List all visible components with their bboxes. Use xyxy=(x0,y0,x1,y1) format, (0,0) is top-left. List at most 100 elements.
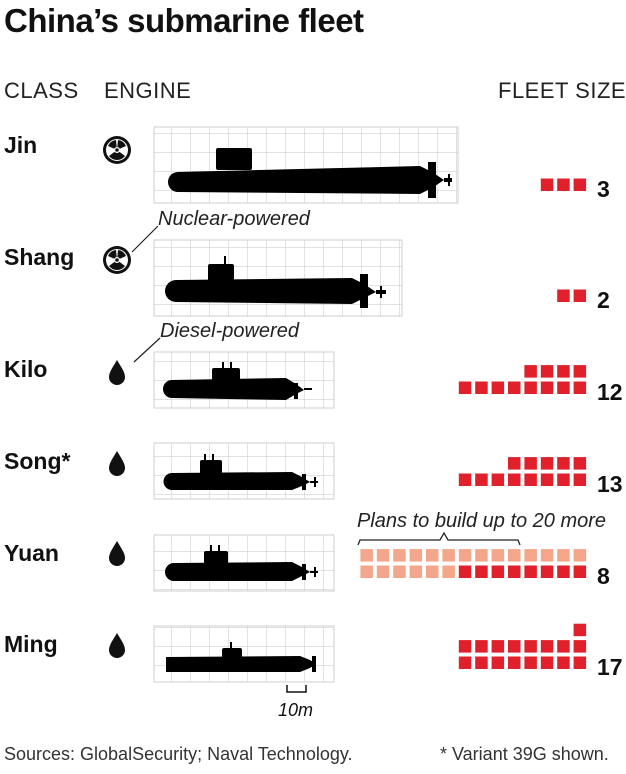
fleet-submarine-square xyxy=(458,473,472,486)
fleet-submarine-square xyxy=(540,178,554,191)
scale-label: 10m xyxy=(278,700,314,720)
planned-submarine-square xyxy=(573,549,587,562)
submarine-silhouette-kilo xyxy=(163,362,312,400)
page-title: China’s submarine fleet xyxy=(4,2,364,39)
class-name-ming: Ming xyxy=(4,631,58,657)
planned-submarine-square xyxy=(360,565,373,578)
planned-submarine-square xyxy=(360,549,373,562)
fleet-submarine-square xyxy=(573,640,587,653)
planned-submarine-square xyxy=(409,549,423,562)
fleet-submarine-square xyxy=(508,640,521,653)
fleet-submarine-square xyxy=(573,289,587,302)
fleet-submarine-square xyxy=(573,656,587,669)
planned-submarine-square xyxy=(557,549,570,562)
radiation-icon xyxy=(103,136,131,164)
fleet-submarine-square xyxy=(540,457,554,470)
fleet-submarine-square xyxy=(491,640,505,653)
fleet-submarine-square xyxy=(573,365,587,378)
fleet-count-song: 13 xyxy=(597,471,623,497)
grid-panel-song xyxy=(153,442,335,500)
class-name-song: Song* xyxy=(4,448,71,474)
fleet-submarine-square xyxy=(524,457,537,470)
submarine-silhouette-shang xyxy=(165,256,386,308)
source-note: Sources: GlobalSecurity; Naval Technolog… xyxy=(4,744,353,764)
fleet-submarine-square xyxy=(573,178,587,191)
fleet-submarine-square xyxy=(491,473,505,486)
planned-submarine-square xyxy=(409,565,423,578)
fleet-squares xyxy=(360,178,587,669)
fleet-count-yuan: 8 xyxy=(597,563,610,589)
class-name-shang: Shang xyxy=(4,244,75,270)
fleet-submarine-square xyxy=(557,365,570,378)
fuel-drop-icon xyxy=(109,541,125,566)
radiation-icon xyxy=(103,246,131,274)
class-name-yuan: Yuan xyxy=(4,540,59,566)
footnote: * Variant 39G shown. xyxy=(440,744,609,764)
annotation-planned-builds: Plans to build up to 20 more xyxy=(357,510,607,532)
fleet-submarine-square xyxy=(508,565,521,578)
fuel-drop-icon xyxy=(109,451,125,476)
planned-submarine-square xyxy=(442,565,455,578)
submarine-silhouette-jin xyxy=(168,148,452,198)
fleet-submarine-square xyxy=(540,640,554,653)
fleet-submarine-square xyxy=(491,656,505,669)
planned-submarine-square xyxy=(426,549,439,562)
annotation-leader-nuclear xyxy=(131,225,159,253)
class-name-kilo: Kilo xyxy=(4,356,48,382)
fleet-submarine-square xyxy=(475,473,488,486)
fleet-submarine-square xyxy=(524,473,537,486)
planned-submarine-square xyxy=(376,565,390,578)
planned-submarine-square xyxy=(442,549,455,562)
planned-submarine-square xyxy=(524,549,537,562)
fleet-submarine-square xyxy=(524,656,537,669)
fleet-submarine-square xyxy=(524,640,537,653)
fleet-submarine-square xyxy=(508,656,521,669)
column-header-engine: ENGINE xyxy=(104,78,192,103)
planned-submarine-square xyxy=(475,549,488,562)
fleet-submarine-square xyxy=(557,640,570,653)
fleet-count-ming: 17 xyxy=(597,654,623,680)
fleet-submarine-square xyxy=(540,656,554,669)
fleet-submarine-square xyxy=(573,623,587,637)
fleet-submarine-square xyxy=(557,457,570,470)
fleet-submarine-square xyxy=(475,381,488,394)
fleet-count-shang: 2 xyxy=(597,287,610,313)
fuel-drop-icon xyxy=(109,633,125,658)
planned-submarine-square xyxy=(426,565,439,578)
submarine-silhouette-yuan xyxy=(165,545,318,581)
column-header-fleet-size: FLEET SIZE xyxy=(498,78,626,103)
fleet-submarine-square xyxy=(557,178,570,191)
planned-submarine-square xyxy=(393,549,406,562)
fleet-submarine-square xyxy=(458,565,472,578)
fleet-submarine-square xyxy=(475,656,488,669)
planned-submarine-square xyxy=(376,549,390,562)
fleet-submarine-square xyxy=(524,381,537,394)
fleet-submarine-square xyxy=(458,381,472,394)
grid-panel-ming xyxy=(153,625,335,683)
fleet-submarine-square xyxy=(524,565,537,578)
planned-bracket xyxy=(357,531,521,546)
fleet-submarine-square xyxy=(458,640,472,653)
submarine-silhouette-song xyxy=(163,454,318,490)
fleet-submarine-square xyxy=(557,473,570,486)
annotation-nuclear-powered: Nuclear-powered xyxy=(158,208,310,230)
fleet-submarine-square xyxy=(524,365,537,378)
class-name-jin: Jin xyxy=(4,132,38,158)
fleet-submarine-square xyxy=(557,656,570,669)
fleet-submarine-square xyxy=(557,381,570,394)
fleet-submarine-square xyxy=(557,289,570,302)
fleet-count-kilo: 12 xyxy=(597,379,623,405)
fleet-submarine-square xyxy=(475,565,488,578)
fleet-submarine-square xyxy=(491,565,505,578)
scale-bar xyxy=(286,685,307,693)
fleet-submarine-square xyxy=(508,473,521,486)
fleet-submarine-square xyxy=(540,565,554,578)
submarine-silhouette-ming xyxy=(166,642,316,672)
planned-submarine-square xyxy=(458,549,472,562)
fleet-submarine-square xyxy=(573,565,587,578)
fleet-submarine-square xyxy=(557,565,570,578)
fleet-submarine-square xyxy=(540,365,554,378)
planned-submarine-square xyxy=(393,565,406,578)
planned-submarine-square xyxy=(508,549,521,562)
